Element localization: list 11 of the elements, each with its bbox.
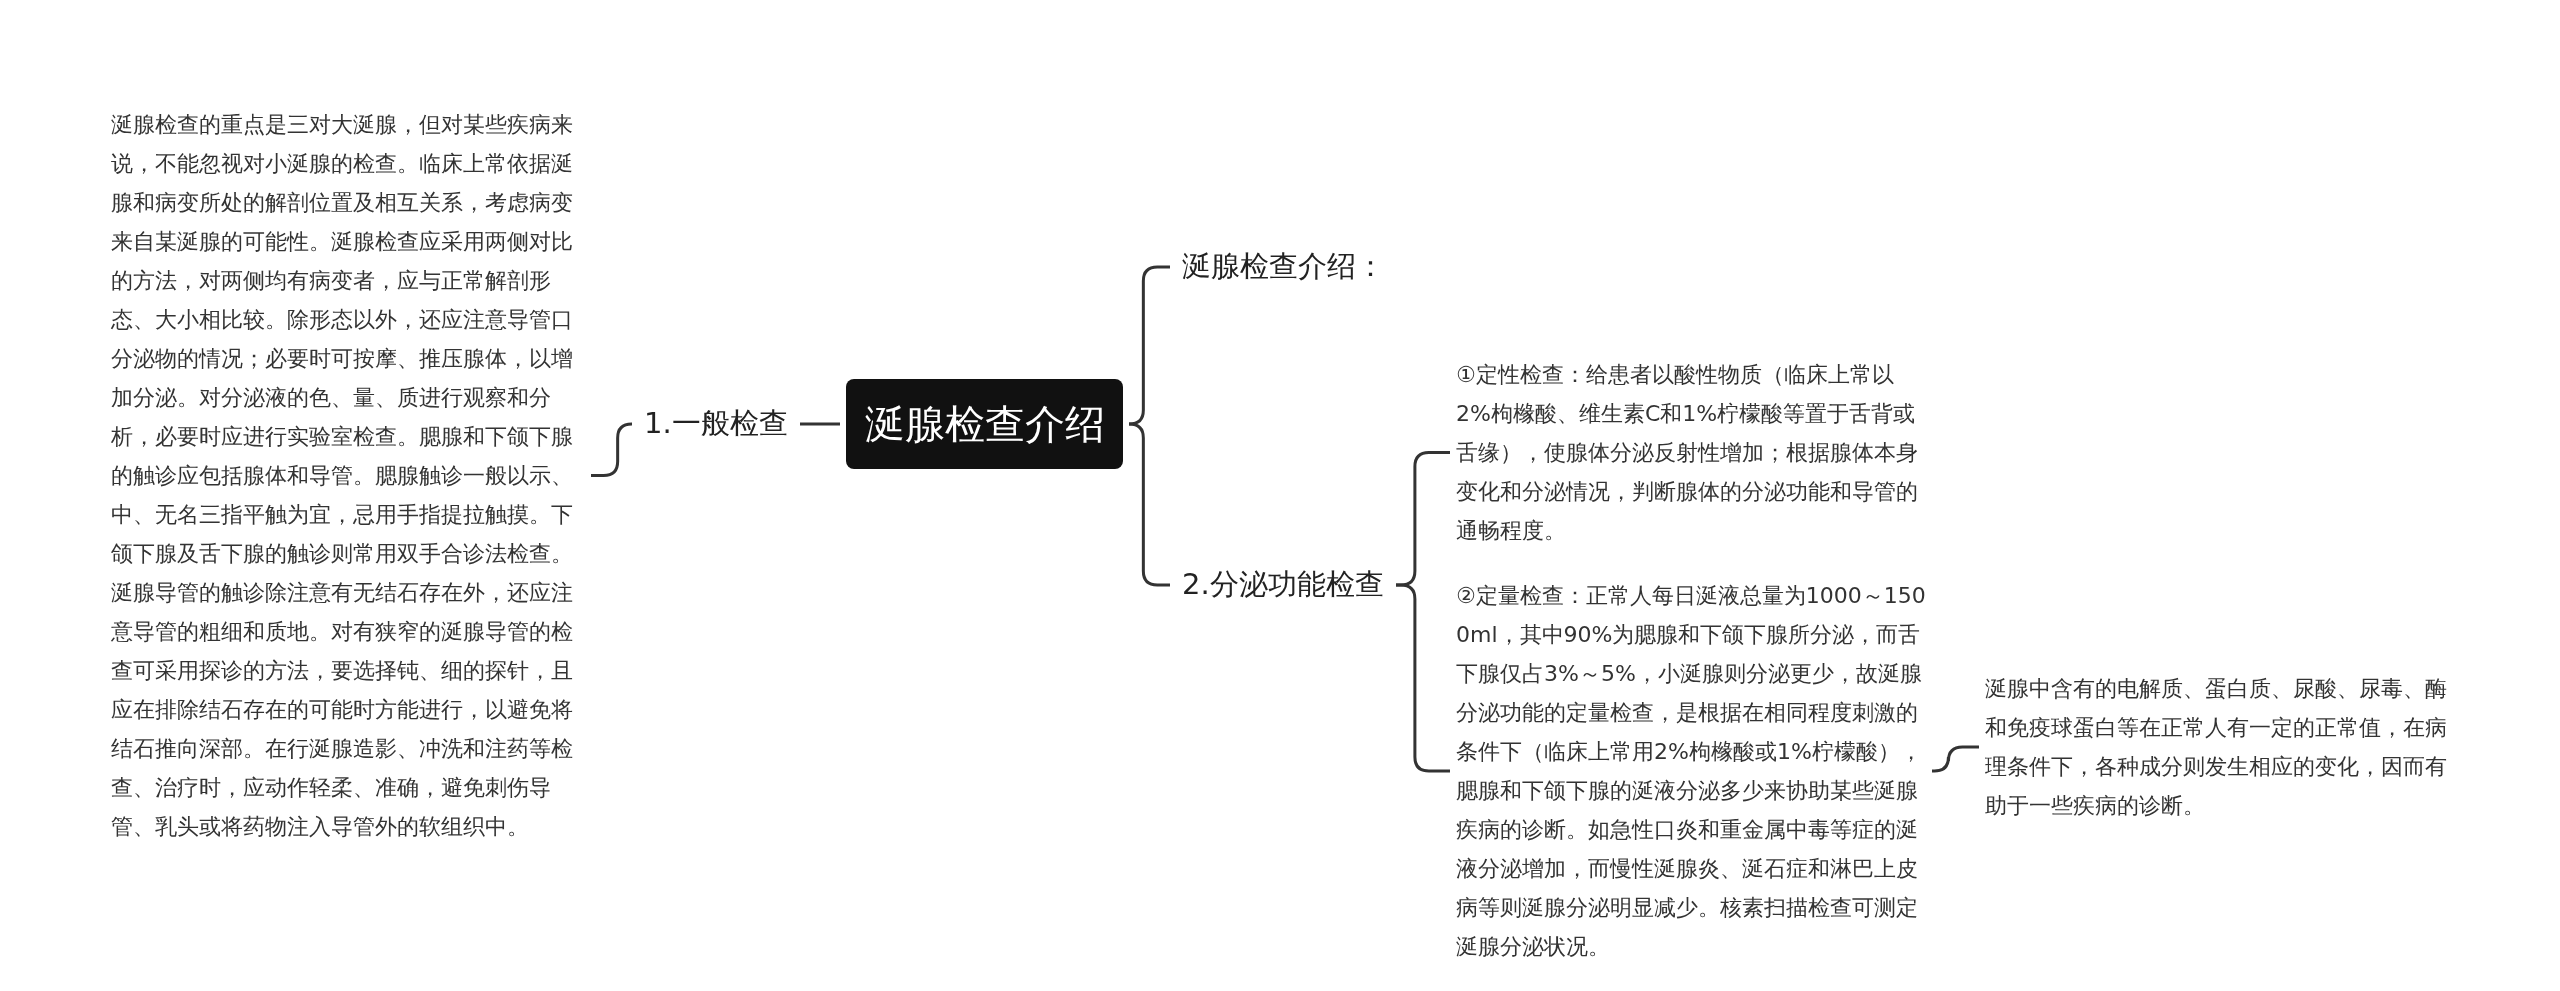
detail-text: ①定性检查：给患者以酸性物质（临床上常以2%枸橼酸、维生素C和1%柠檬酸等置于舌背或舌缘），使腺体分泌反射性增加；根据腺体本身变化和分泌情况，判断腺体的分泌功能和导管的通畅程度。 [1456,355,1926,550]
branch-topic: 1.一般检查 [638,400,794,448]
branch-topic: 涎腺检查介绍： [1176,243,1391,291]
branch-topic: 2.分泌功能检查 [1176,561,1390,609]
root-topic-box: 涎腺检查介绍 [846,379,1123,469]
connector-line [800,422,840,426]
detail-text: 涎腺中含有的电解质、蛋白质、尿酸、尿毒、酶和免疫球蛋白等在正常人有一定的正常值，在病理条件下，各种成分则发生相应的变化，因而有助于一些疾病的诊断。 [1985,669,2455,825]
detail-text: ②定量检查：正常人每日涎液总量为1000～1500ml，其中90%为腮腺和下颌下腺所分泌，而舌下腺仅占3%～5%，小涎腺则分泌更少，故涎腺分泌功能的定量检查，是根据在相同程度刺激的条件下（临床上常用2%枸橼酸或1%柠檬酸），腮腺和下颌下腺的涎液分泌多少来协助某些涎腺疾病的诊断。如急性口炎和重金属中毒等症的涎液分泌增加，而慢性涎腺炎、涎石症和淋巴上皮病等则涎腺分泌明显减少。核素扫描检查可测定涎腺分泌状况。 [1456,576,1926,966]
connector-line [1932,745,1979,773]
detail-text: 涎腺检查的重点是三对大涎腺，但对某些疾病来说，不能忽视对小涎腺的检查。临床上常依据涎腺和病变所处的解剖位置及相互关系，考虑病变来自某涎腺的可能性。涎腺检查应采用两侧对比的方法，对两侧均有病变者，应与正常解剖形态、大小相比较。除形态以外，还应注意导管口分泌物的情况；必要时可按摩、推压腺体，以增加分泌。对分泌液的色、量、质进行观察和分析，必要时应进行实验室检查。腮腺和下颌下腺的触诊应包括腺体和导管。腮腺触诊一般以示、中、无名三指平触为宜，忌用手指提拉触摸。下颌下腺及舌下腺的触诊则常用双手合诊法检查。涎腺导管的触诊除注意有无结石存在外，还应注意导管的粗细和质地。对有狭窄的涎腺导管的检查可采用探诊的方法，要选择钝、细的探针，且应在排除结石存在的可能时方能进行，以避免将结石推向深部。在行涎腺造影、冲洗和注药等检查、治疗时，应动作轻柔、准确，避免刺伤导管、乳头或将药物注入导管外的软组织中。 [111,105,585,846]
connector-line [591,422,634,477]
